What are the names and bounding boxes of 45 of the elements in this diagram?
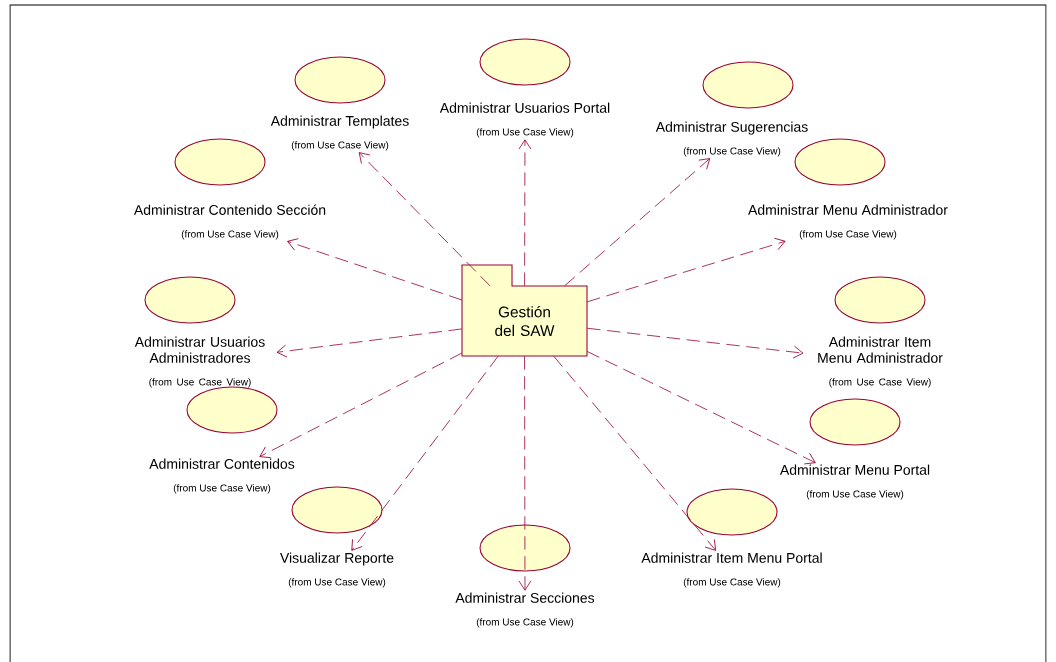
dependency-arrow xyxy=(586,237,786,303)
node-label: Administrar Sugerencias xyxy=(655,121,808,135)
dependency-arrow xyxy=(586,351,816,465)
node-label: (from Use Case View) xyxy=(683,578,781,588)
use-case: Administrar Secciones (from Use Case View) xyxy=(455,524,595,628)
node-label: Administrar Contenidos xyxy=(149,458,295,469)
node-label: Administrar Contenido Sección xyxy=(133,204,326,215)
node-label: (from Use Case View) xyxy=(149,378,251,388)
node-label: Administrar Menu Portal xyxy=(779,464,930,475)
use-case: Administrar Usuarios Administradores (from Use Case View) xyxy=(134,276,265,388)
node-label: Administrar Usuarios Administradores xyxy=(134,336,265,363)
dependency-arrow xyxy=(358,152,491,287)
node-label: Visualizar Reporte xyxy=(280,552,394,566)
dependency-arrow xyxy=(259,352,463,459)
dependency-arrow xyxy=(564,158,711,287)
node-label: (from Use Case View) xyxy=(288,578,386,588)
node-label: Administrar Menu Administrador xyxy=(748,204,948,215)
node-label: Administrar Usuarios Portal xyxy=(439,102,610,113)
node-label: (from Use Case View) xyxy=(799,230,897,240)
dependency-arrow xyxy=(276,328,463,358)
node-label: Administrar Templates xyxy=(270,115,409,129)
dependency-arrow xyxy=(518,355,532,591)
package-folder: Gestión del SAW xyxy=(461,264,588,357)
node-label: (from Use Case View) xyxy=(173,484,271,494)
node-label: (from Use Case View) xyxy=(476,128,574,138)
dependency-arrow xyxy=(553,355,717,551)
node-label: (from Use Case View) xyxy=(683,147,781,157)
use-case: Visualizar Reporte (from Use Case View) xyxy=(280,486,394,588)
dependency-arrow xyxy=(351,355,499,551)
node-label: (from Use Case View) xyxy=(291,141,389,151)
use-case: Administrar Templates (from Use Case View) xyxy=(270,56,409,151)
node-label: Administrar Secciones xyxy=(455,592,595,603)
use-case: Administrar Item Menu Administrador (from Use Case View) xyxy=(818,276,943,388)
node-label: (from Use Case View) xyxy=(181,230,279,240)
dependency-arrow xyxy=(518,139,532,287)
node-label: Administrar Item Menu Administrador xyxy=(818,336,943,363)
node-label: (from Use Case View) xyxy=(476,618,574,628)
node-label: (from Use Case View) xyxy=(806,490,904,500)
node-label: (from Use Case View) xyxy=(829,378,931,388)
use-case: Administrar Sugerencias (from Use Case View) xyxy=(655,61,808,157)
dependency-arrow xyxy=(287,238,463,301)
use-case: Administrar Menu Portal (from Use Case View) xyxy=(779,398,930,500)
dependency-arrow xyxy=(586,327,804,359)
use-case: Administrar Usuarios Portal (from Use Case View) xyxy=(439,38,610,138)
node-label: Administrar Item Menu Portal xyxy=(641,552,822,563)
